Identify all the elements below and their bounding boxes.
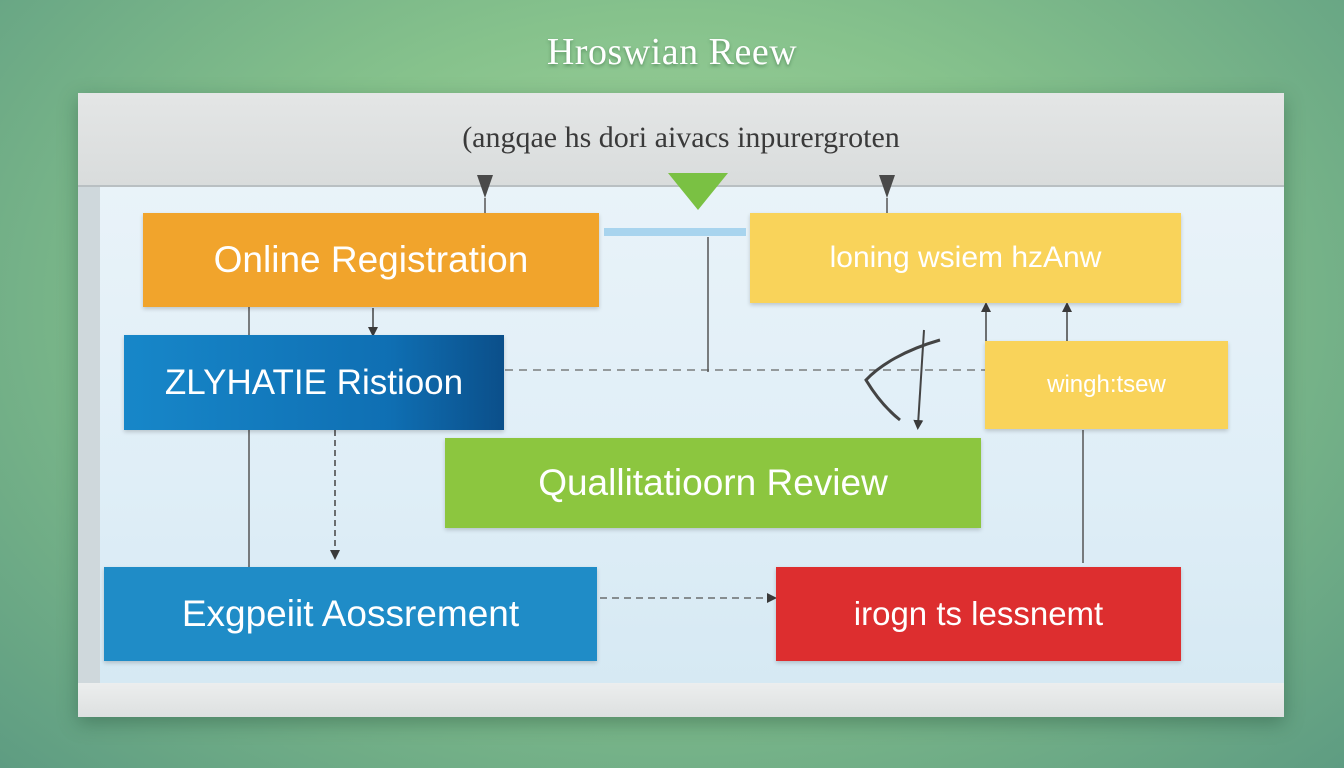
panel-header: (angqae hs dori aivacs inpurergroten xyxy=(78,93,1284,187)
automatic-position-box: ZLYHATIE Ristioon xyxy=(124,335,504,430)
weighted-review-box: wingh:tsew xyxy=(985,341,1228,429)
connector-curve-a xyxy=(864,338,941,422)
diagram-title: Hroswian Reew xyxy=(546,31,798,73)
longterm-review-box: loning wsiem hzAnw xyxy=(750,213,1181,303)
connector-bar xyxy=(604,228,746,236)
qualification-review-label: Quallitatioorn Review xyxy=(538,462,888,503)
risk-assessment-box: irogn ts lessnemt xyxy=(776,567,1181,661)
automatic-position-label: ZLYHATIE Ristioon xyxy=(164,362,464,402)
header-green-triangle xyxy=(668,173,728,210)
connector-curve-b xyxy=(913,329,925,430)
weighted-review-label: wingh:tsew xyxy=(1047,371,1166,398)
panel-subtitle: (angqae hs dori aivacs inpurergroten xyxy=(462,121,900,154)
online-registration-box: Online Registration xyxy=(143,213,599,307)
panel-footer xyxy=(78,683,1284,717)
header-arrow-right xyxy=(879,175,895,198)
longterm-review-label: loning wsiem hzAnw xyxy=(829,241,1102,274)
risk-assessment-label: irogn ts lessnemt xyxy=(853,595,1104,632)
expert-assessment-label: Exgpeiit Aossrement xyxy=(181,593,520,634)
online-registration-label: Online Registration xyxy=(213,239,529,280)
header-arrow-left xyxy=(477,175,493,198)
expert-assessment-box: Exgpeiit Aossrement xyxy=(104,567,597,661)
qualification-review-box: Quallitatioorn Review xyxy=(445,438,981,528)
